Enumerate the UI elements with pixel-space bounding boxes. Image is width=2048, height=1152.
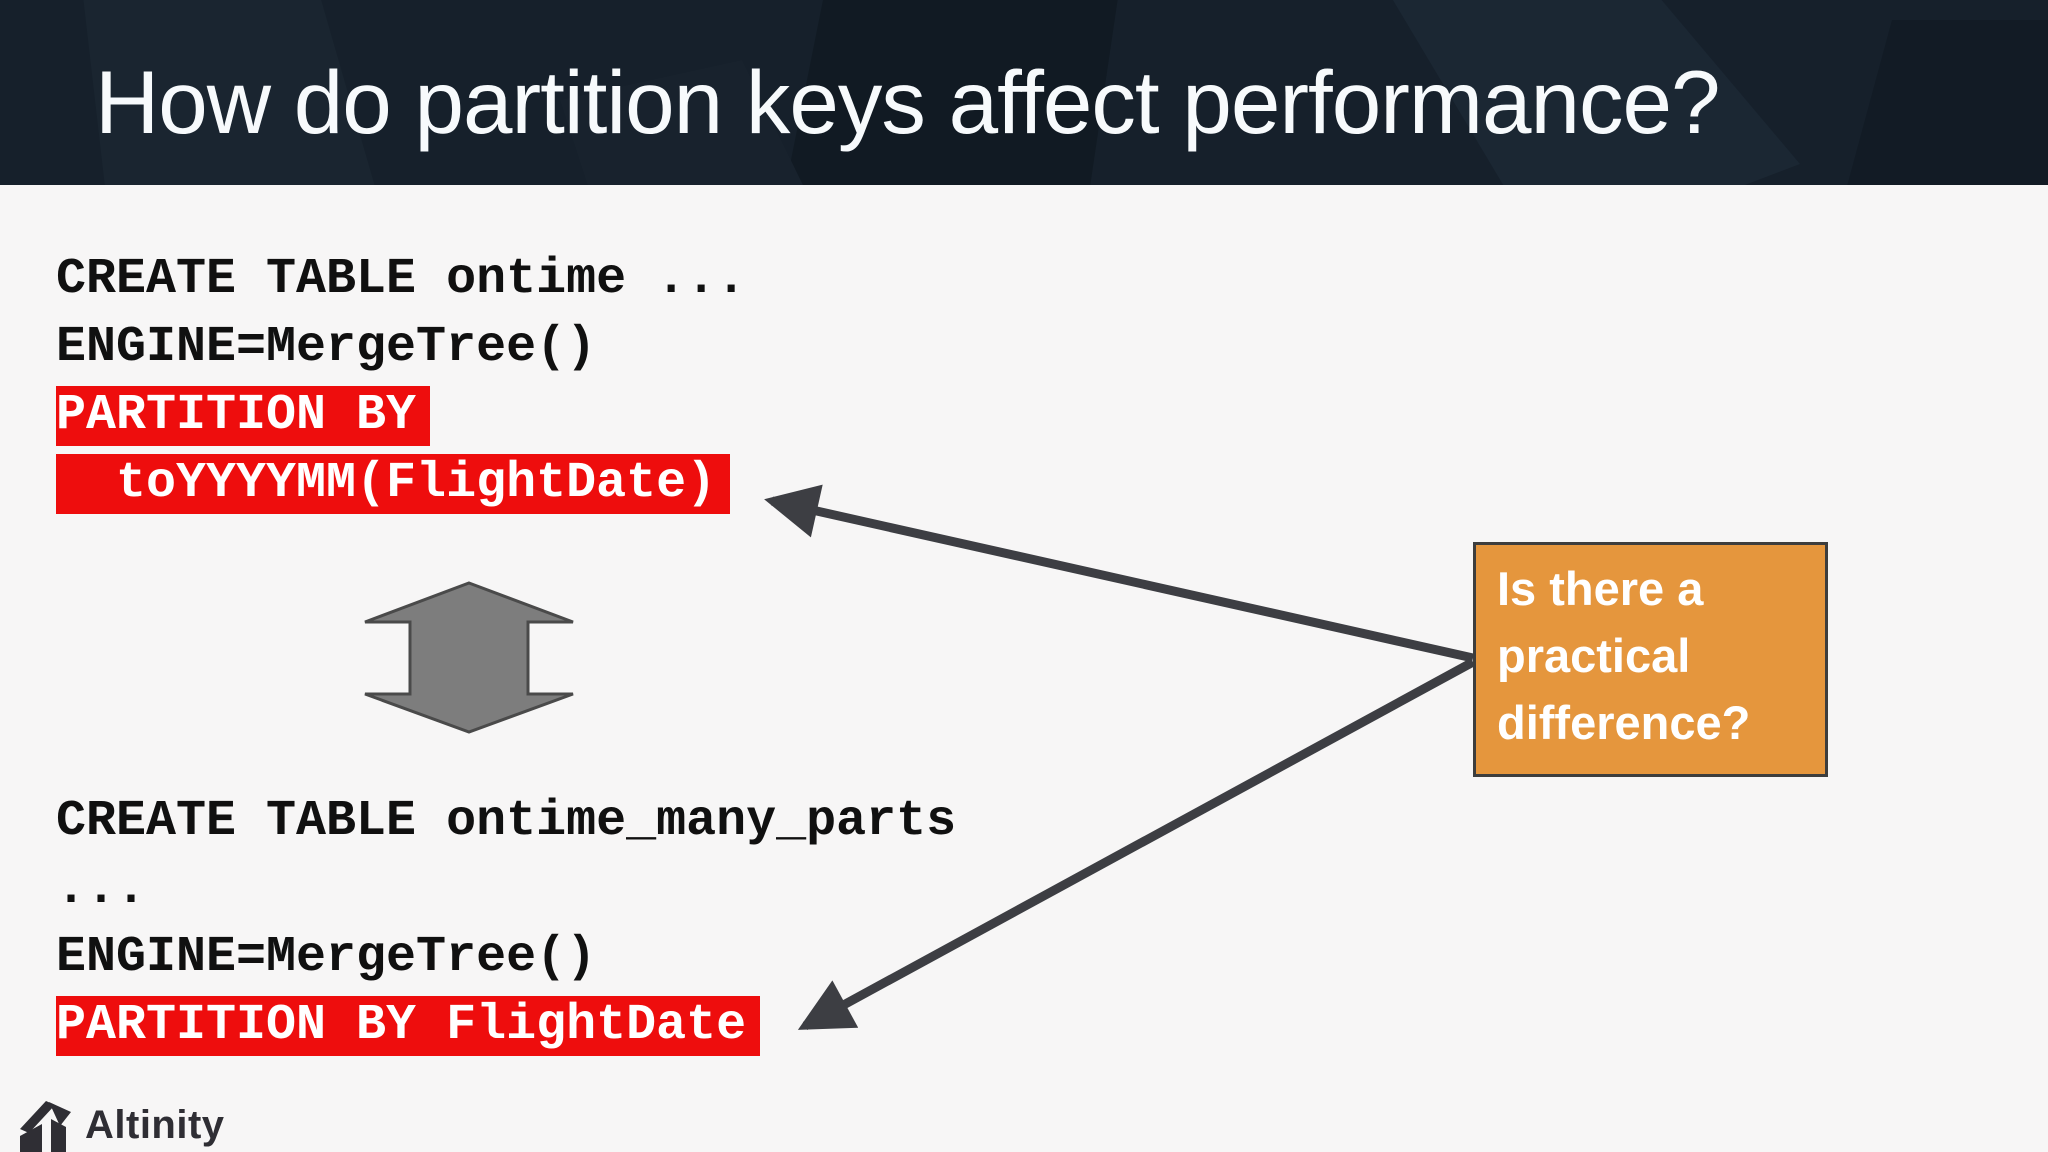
callout-text: Is there a practical difference? <box>1497 562 1751 749</box>
code-text: ENGINE=MergeTree() <box>56 319 597 376</box>
partition-by-flightdate-highlight: PARTITION BY FlightDate <box>56 996 761 1056</box>
callout-box: Is there a practical difference? <box>1473 542 1828 777</box>
up-down-arrow <box>364 581 574 734</box>
code-text: ENGINE=MergeTree() <box>56 929 597 986</box>
slide-title: How do partition keys affect performance… <box>95 52 1720 152</box>
altinity-logo-icon <box>20 1101 71 1152</box>
code-line: CREATE TABLE ontime_many_parts <box>56 788 956 856</box>
code-text: CREATE TABLE ontime_many_parts <box>56 793 957 850</box>
header-pattern-facet <box>1840 20 2048 185</box>
code-block-ontime-many-parts: CREATE TABLE ontime_many_parts ... ENGIN… <box>56 788 956 1060</box>
code-line: ENGINE=MergeTree() <box>56 314 746 382</box>
code-line-highlighted: PARTITION BY <box>56 382 746 450</box>
partition-by-highlight: PARTITION BY <box>56 386 431 446</box>
code-line-highlighted: toYYYYMM(FlightDate) <box>56 450 746 518</box>
code-line: ENGINE=MergeTree() <box>56 924 956 992</box>
brand-name: Altinity <box>85 1102 225 1147</box>
code-line-highlighted: PARTITION BY FlightDate <box>56 992 956 1060</box>
header-pattern-facet <box>780 0 1120 185</box>
footer: Altinity <box>20 1098 225 1152</box>
code-line: CREATE TABLE ontime ... <box>56 246 746 314</box>
pointer-arrow-upper <box>764 484 1474 663</box>
header-pattern-facet <box>80 0 380 185</box>
toyyyymm-highlight: toYYYYMM(FlightDate) <box>56 454 731 514</box>
code-block-ontime: CREATE TABLE ontime ... ENGINE=MergeTree… <box>56 246 746 518</box>
code-text: ... <box>56 861 147 918</box>
slide-header: How do partition keys affect performance… <box>0 0 2048 185</box>
code-text: CREATE TABLE ontime ... <box>56 251 747 308</box>
code-line: ... <box>56 856 956 924</box>
